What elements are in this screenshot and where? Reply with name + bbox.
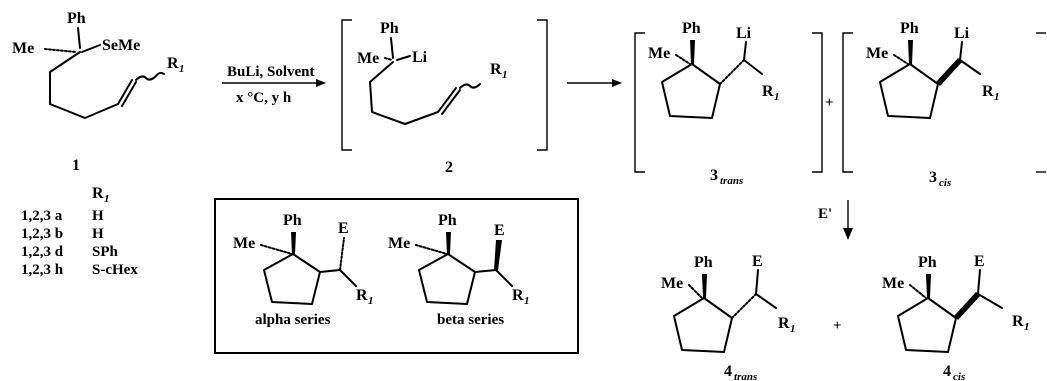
table-row-r1: H <box>92 208 104 224</box>
svg-text:1: 1 <box>368 295 374 307</box>
series-box: Ph Me E R 1 alpha series Ph Me E R 1 <box>214 198 579 354</box>
compound-3-cis: Ph Me Li R 1 3 cis <box>842 20 1046 189</box>
svg-text:1: 1 <box>1024 321 1030 333</box>
svg-text:Ph: Ph <box>682 20 701 37</box>
svg-text:Ph: Ph <box>918 254 937 271</box>
table-header-r: R <box>92 185 104 202</box>
svg-text:Ph: Ph <box>900 20 919 37</box>
svg-text:Li: Li <box>736 25 752 42</box>
compound-1: Ph Me SeMe R 1 1 <box>12 10 185 174</box>
svg-text:R: R <box>982 83 994 100</box>
table-row-id: 1,2,3 b <box>21 226 63 242</box>
svg-text:R: R <box>778 315 790 332</box>
svg-text:R: R <box>356 287 368 304</box>
svg-text:Me: Me <box>866 45 888 62</box>
svg-text:Ph: Ph <box>380 20 399 37</box>
compound-2-label: 2 <box>445 159 453 176</box>
beta-series-label: beta series <box>437 312 504 328</box>
svg-text:Me: Me <box>388 235 410 252</box>
svg-text:1: 1 <box>774 91 780 103</box>
svg-text:trans: trans <box>720 175 743 187</box>
table-row-r1: H <box>92 226 104 242</box>
svg-text:R: R <box>490 61 502 78</box>
svg-text:trans: trans <box>734 371 757 381</box>
svg-text:R: R <box>512 287 524 304</box>
svg-text:Me: Me <box>882 275 904 292</box>
svg-text:Ph: Ph <box>283 212 302 229</box>
substituent-table: R 1 1,2,3 a H 1,2,3 b H 1,2,3 d SPh 1,2,… <box>21 185 138 278</box>
table-row-id: 1,2,3 a <box>21 208 63 224</box>
svg-text:1: 1 <box>790 323 796 335</box>
reaction-arrow-1: BuLi, Solvent x °C, y h <box>222 64 326 106</box>
svg-text:E: E <box>338 220 349 237</box>
table-row-r1: S-cHex <box>92 262 138 278</box>
svg-text:1: 1 <box>104 193 110 205</box>
me-label: Me <box>12 40 34 57</box>
beta-series-structure: Ph Me E R 1 beta series <box>388 212 530 328</box>
table-row-id: 1,2,3 d <box>21 244 64 260</box>
svg-text:Li: Li <box>954 25 970 42</box>
compound-3-trans: Ph Me Li R 1 3 trans <box>634 20 823 187</box>
compound-3-cis-label: 3 <box>929 169 937 186</box>
reagent-below: x °C, y h <box>236 90 292 106</box>
table-row-r1: SPh <box>92 244 119 260</box>
svg-text:R: R <box>762 83 774 100</box>
svg-text:1: 1 <box>524 295 530 307</box>
svg-text:R: R <box>167 55 179 72</box>
alpha-series-label: alpha series <box>255 312 331 328</box>
svg-text:1: 1 <box>502 69 508 81</box>
compound-4-trans-label: 4 <box>724 363 732 380</box>
svg-text:Ph: Ph <box>694 254 713 271</box>
svg-text:E: E <box>752 253 763 270</box>
svg-text:1: 1 <box>994 91 1000 103</box>
svg-text:Me: Me <box>233 235 255 252</box>
svg-text:Me: Me <box>648 45 670 62</box>
svg-text:Me: Me <box>357 50 379 67</box>
svg-text:E: E <box>494 222 505 239</box>
compound-2: Ph Me Li R 1 2 <box>341 19 548 176</box>
svg-text:cis: cis <box>939 177 951 189</box>
reaction-arrow-2 <box>567 79 622 87</box>
svg-text:1: 1 <box>179 63 185 75</box>
reaction-arrow-3: E' <box>818 200 853 240</box>
svg-text:E: E <box>974 253 985 270</box>
compound-1-label: 1 <box>72 157 80 174</box>
reagent-above: BuLi, Solvent <box>227 64 315 80</box>
seme-label: SeMe <box>102 37 140 54</box>
compound-4-cis-label: 4 <box>943 363 951 380</box>
svg-text:Ph: Ph <box>438 212 457 229</box>
plus-sign-1: + <box>825 95 834 111</box>
compound-4-trans: Ph Me E R 1 4 trans <box>661 253 796 381</box>
svg-text:Me: Me <box>661 275 683 292</box>
alpha-series-structure: Ph Me E R 1 alpha series <box>233 212 374 328</box>
svg-text:cis: cis <box>953 371 965 381</box>
compound-4-cis: Ph Me E R 1 4 cis <box>882 253 1030 381</box>
electrophile-label: E' <box>818 206 832 222</box>
li-label: Li <box>412 49 428 66</box>
compound-3-trans-label: 3 <box>710 167 718 184</box>
svg-text:R: R <box>1012 313 1024 330</box>
ph-label: Ph <box>67 10 86 27</box>
plus-sign-2: + <box>833 318 842 334</box>
table-row-id: 1,2,3 h <box>21 262 64 278</box>
